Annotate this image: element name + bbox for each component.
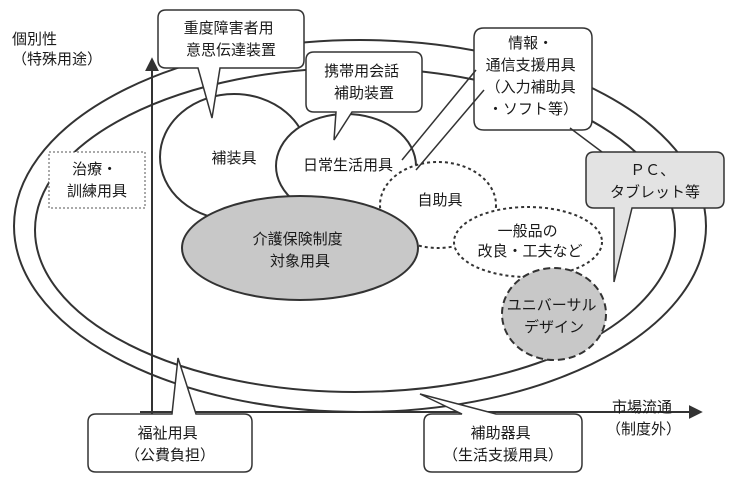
label-severe-disability-communication-line2: 意思伝達装置 (186, 41, 276, 59)
x-axis-label-line2: （制度外） (606, 420, 681, 438)
label-welfare-devices-public: 福祉用具 （公費負担） (125, 424, 215, 464)
label-severe-disability-communication-line1: 重度障害者用 (184, 19, 274, 37)
label-treatment-training-line1: 治療・ (72, 160, 117, 178)
label-welfare-devices-public-line1: 福祉用具 (138, 424, 198, 442)
pointer-info-to-daily (401, 69, 477, 161)
label-universal-design: ユニバーサル デザイン (507, 296, 601, 336)
label-modified-general-goods-line2: 改良・工夫など (477, 242, 582, 260)
label-long-term-care-line2: 対象用具 (270, 252, 330, 270)
label-treatment-training: 治療・ 訓練用具 (67, 160, 127, 200)
label-prosthetic-devices: 補装具 (211, 149, 256, 167)
label-portable-conversation-aid-line2: 補助装置 (334, 84, 394, 102)
label-modified-general-goods-line1: 一般品の (498, 222, 558, 240)
y-axis-label: 個別性 （特殊用途） (12, 30, 102, 68)
label-pc-tablet-line2: タブレット等 (610, 183, 700, 201)
label-information-communication-aid-line4: ・ソフト等） (488, 100, 578, 118)
callout-severe-disability-communication (157, 9, 305, 119)
y-axis-label-line2: （特殊用途） (12, 50, 102, 68)
treatment-training-box (48, 151, 146, 209)
label-assistive-devices-living-line1: 補助器具 (471, 424, 531, 442)
label-information-communication-aid-line1: 情報・ (508, 34, 553, 52)
label-universal-design-line2: デザイン (524, 318, 584, 336)
label-long-term-care: 介護保険制度 対象用具 (253, 230, 348, 270)
callout-welfare-devices-public (87, 357, 253, 473)
x-axis-label-line1: 市場流通 (612, 398, 672, 416)
callout-portable-conversation-aid (305, 51, 423, 141)
callout-pc-tablet (585, 151, 725, 283)
label-daily-living-devices-line1: 日常生活用具 (303, 156, 393, 174)
label-assistive-devices-living: 補助器具 （生活支援用具） (443, 424, 563, 464)
circle-universal-design (501, 267, 607, 361)
label-self-help-devices: 自助具 (417, 191, 462, 209)
label-treatment-training-line2: 訓練用具 (67, 182, 127, 200)
label-welfare-devices-public-line2: （公費負担） (125, 446, 215, 464)
label-pc-tablet: ＰＣ、 タブレット等 (610, 161, 700, 201)
circle-modified-general-goods (453, 206, 603, 278)
y-axis-label-line1: 個別性 (12, 30, 57, 48)
label-universal-design-line1: ユニバーサル (507, 296, 597, 314)
x-axis-label: 市場流通 （制度外） (606, 398, 681, 438)
callout-information-communication-aid (473, 27, 593, 131)
label-portable-conversation-aid: 携帯用会話 補助装置 (324, 62, 404, 102)
label-modified-general-goods: 一般品の 改良・工夫など (477, 222, 582, 260)
label-pc-tablet-line1: ＰＣ、 (630, 161, 675, 179)
callout-assistive-devices-living (419, 393, 583, 473)
label-information-communication-aid-line3: （入力補助具 (486, 78, 576, 96)
label-information-communication-aid-line2: 通信支援用具 (486, 56, 576, 74)
circle-long-term-care-insurance (181, 195, 419, 301)
label-daily-living-devices: 日常生活用具 (303, 156, 393, 174)
label-information-communication-aid: 情報・ 通信支援用具 （入力補助具 ・ソフト等） (486, 34, 581, 118)
label-portable-conversation-aid-line1: 携帯用会話 (324, 62, 399, 80)
label-severe-disability-communication: 重度障害者用 意思伝達装置 (184, 19, 279, 59)
pointer-info-to-selfhelp (415, 89, 485, 171)
label-prosthetic-devices-line1: 補装具 (211, 149, 256, 167)
label-assistive-devices-living-line2: （生活支援用具） (443, 446, 563, 464)
label-long-term-care-line1: 介護保険制度 (253, 230, 343, 248)
label-self-help-devices-line1: 自助具 (417, 191, 462, 209)
